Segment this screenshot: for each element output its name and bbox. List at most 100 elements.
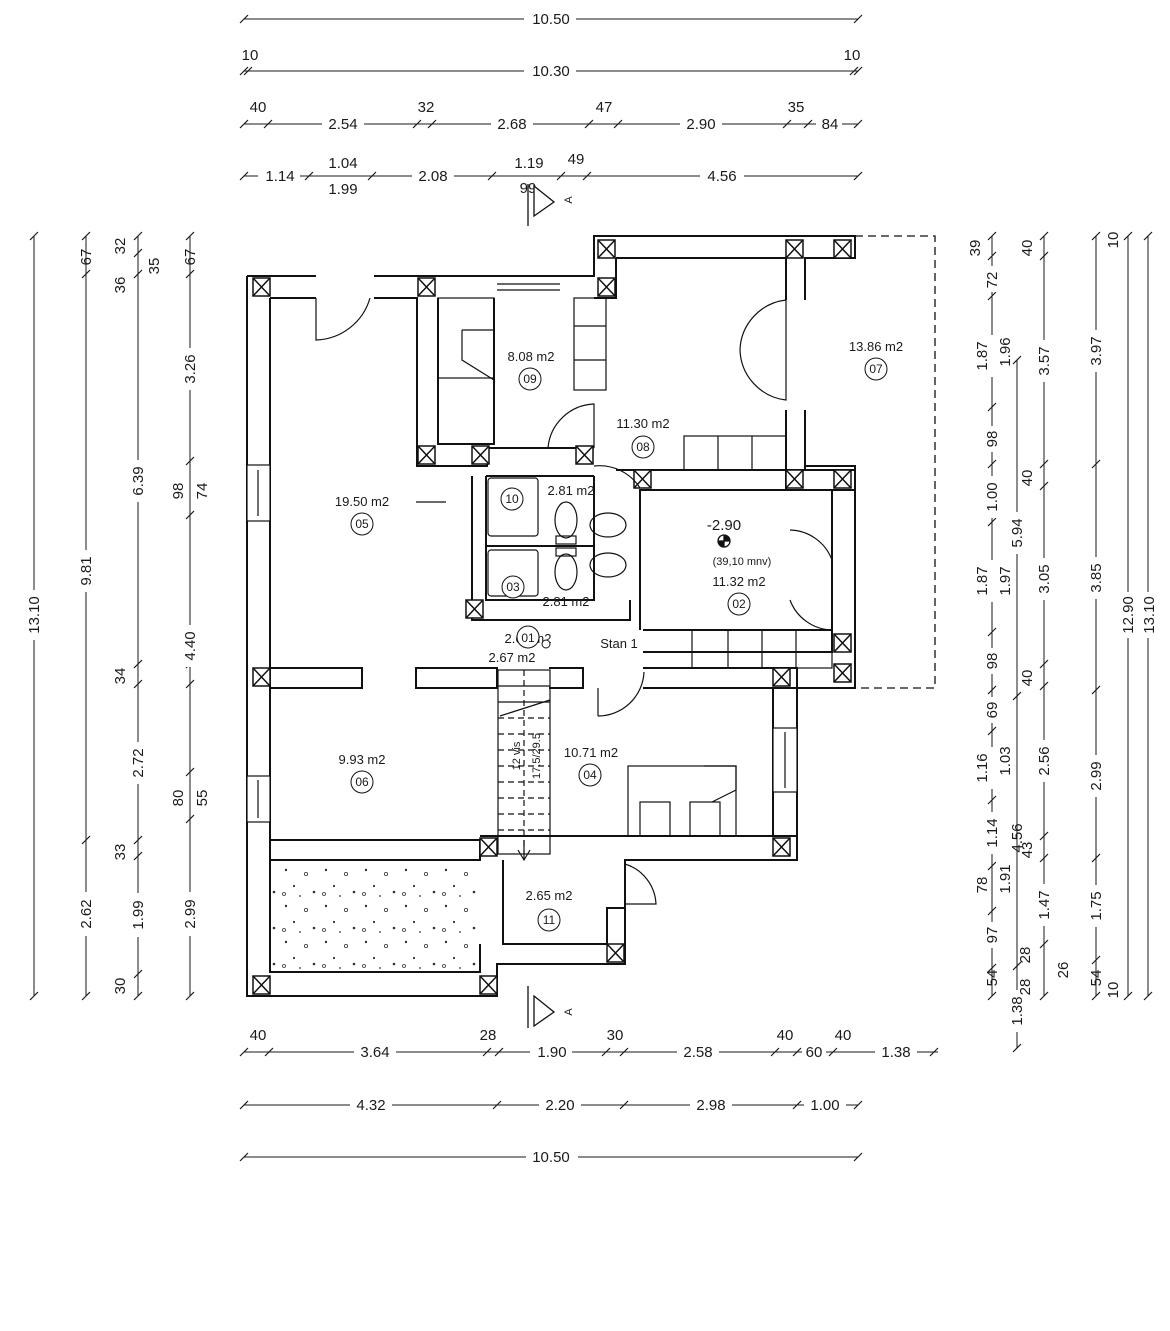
dim-right-c2-1: 5.94 (1009, 518, 1026, 547)
structural-columns (252, 239, 852, 995)
dim-right-c1-3: 98 (984, 431, 1001, 448)
dim-right-c1-4: 1.00 (984, 482, 1001, 511)
dim-right-c3-2: 40 (1019, 470, 1036, 487)
dim-right-c4-0: 10 (1105, 232, 1122, 249)
doors (315, 297, 833, 905)
dim-bot-r1-3: 1.90 (537, 1044, 566, 1061)
dim-bot-r1-7: 60 (806, 1044, 823, 1061)
dim-top-r4-1: 1.04 (328, 155, 357, 172)
dim-right-c1-10: 78 (974, 877, 991, 894)
room-num-10: 10 (505, 492, 519, 506)
room-area-05: 19.50 m2 (335, 494, 389, 509)
dim-inner-top: 10.30 (532, 63, 570, 80)
dim-right-c2-2: 1.97 (997, 566, 1014, 595)
dim-top-r4-6: 49 (568, 151, 585, 168)
dim-overall-top: 10.50 (532, 11, 570, 28)
dim-top-r4-2: 1.99 (328, 181, 357, 198)
stairs-steps: 12 vis (511, 741, 523, 770)
stairs-rise: 17.5/29.5 (531, 733, 543, 779)
dim-left-c3-0: 32 (112, 238, 129, 255)
level-value: -2.90 (707, 517, 741, 534)
room-num-07: 07 (869, 362, 883, 376)
dim-left-c3-3: 98 (170, 483, 187, 500)
dim-top-r3-0: 40 (250, 99, 267, 116)
dim-right-c2-4: 4.56 (1009, 823, 1026, 852)
dim-bot-r1-6: 40 (777, 1027, 794, 1044)
apartment-label: Stan 1 (600, 636, 638, 651)
room-num-08: 08 (636, 440, 650, 454)
room-area-01-label: 2.67 m2 (489, 650, 536, 665)
dim-right-c2-3: 1.03 (997, 746, 1014, 775)
dim-top-r3-5: 2.90 (686, 116, 715, 133)
room-area-02: 11.32 m2 (712, 574, 765, 589)
dim-right-c2-6: 28 (1017, 947, 1034, 964)
room-num-02: 02 (732, 597, 746, 611)
interior-walls (270, 410, 856, 945)
dim-inner-right-offset: 10 (844, 47, 861, 64)
dim-left-c4-6: 80 (170, 790, 187, 807)
dim-top-r3-3: 2.68 (497, 116, 526, 133)
dim-left-c2-1: 9.81 (78, 556, 95, 585)
dim-bot-r1-5: 2.58 (683, 1044, 712, 1061)
room-area-09: 8.08 m2 (508, 349, 555, 364)
dim-right-c1-8: 1.16 (974, 753, 991, 782)
dim-right-c4-1: 3.97 (1088, 336, 1105, 365)
balcony-outline (855, 235, 936, 689)
dim-right-c1-2: 1.87 (974, 341, 991, 370)
room-area-08: 11.30 m2 (616, 416, 669, 431)
room-num-06: 06 (355, 775, 369, 789)
dim-right-c5-1: 13.10 (1141, 596, 1158, 634)
dim-bot-r1-0: 40 (250, 1027, 267, 1044)
furniture (272, 297, 833, 972)
dim-right-c1-0: 39 (967, 240, 984, 257)
dim-bot-r2-0: 4.32 (356, 1097, 385, 1114)
dim-right-c1-9: 1.14 (984, 818, 1001, 847)
room-num-01: 01 (521, 631, 535, 645)
dimension-labels-left: 13.10 67 9.81 2.62 32 35 36 98 34 33 1.9… (24, 238, 211, 994)
level-marker-icon (717, 534, 731, 548)
dim-left-c4-7: 55 (194, 790, 211, 807)
room-area-10: 2.81 m2 (548, 483, 595, 498)
dim-left-overall: 13.10 (26, 596, 43, 634)
room-area-11: 2.65 m2 (526, 888, 573, 903)
dim-right-c2-5: 1.91 (997, 864, 1014, 893)
dim-top-r4-0: 1.14 (265, 168, 294, 185)
dim-top-r3-6: 35 (788, 99, 805, 116)
dim-right-c2-7: 28 (1017, 979, 1034, 996)
dim-left-c2-0: 67 (78, 249, 95, 266)
room-num-05: 05 (355, 517, 369, 531)
level-note: (39,10 mnv) (713, 556, 772, 568)
dim-bot-r1-8: 40 (835, 1027, 852, 1044)
dim-top-r3-2: 32 (418, 99, 435, 116)
dimension-lines-left (29, 231, 195, 1001)
dim-right-c1-11: 97 (984, 927, 1001, 944)
dim-left-c2-2: 2.62 (78, 899, 95, 928)
dim-left-c4-5: 2.72 (130, 748, 147, 777)
room-area-06: 9.93 m2 (339, 752, 386, 767)
dim-top-r3-7: 84 (822, 116, 839, 133)
dim-left-c4-3: 74 (194, 483, 211, 500)
dim-bot-r1-9: 1.38 (881, 1044, 910, 1061)
dim-right-c3-3: 3.05 (1036, 564, 1053, 593)
section-marker-bottom-label: A (563, 1008, 575, 1016)
section-marker-bottom (527, 986, 556, 1028)
dim-bot-r2-1: 2.20 (545, 1097, 574, 1114)
dim-right-c3-8: 26 (1055, 962, 1072, 979)
dim-left-c3-5: 33 (112, 844, 129, 861)
dim-top-r4-4: 1.19 (514, 155, 543, 172)
dim-bot-r2-2: 2.98 (696, 1097, 725, 1114)
dim-top-r4-7: 4.56 (707, 168, 736, 185)
room-area-04: 10.71 m2 (564, 745, 618, 760)
dim-left-c4-2: 6.39 (130, 466, 147, 495)
dim-right-c4-2: 3.85 (1088, 563, 1105, 592)
dim-right-c4-5: 54 (1088, 970, 1105, 987)
dim-bot-r2-3: 1.00 (810, 1097, 839, 1114)
dim-left-c4-0: 67 (182, 249, 199, 266)
windows (246, 283, 798, 823)
dim-top-r3-4: 47 (596, 99, 613, 116)
room-area-03: 2.81 m2 (543, 594, 590, 609)
room-area-07: 13.86 m2 (849, 339, 903, 354)
dim-right-c3-6: 43 (1019, 842, 1036, 859)
section-marker-top (527, 184, 556, 226)
dim-right-c1-6: 98 (984, 653, 1001, 670)
